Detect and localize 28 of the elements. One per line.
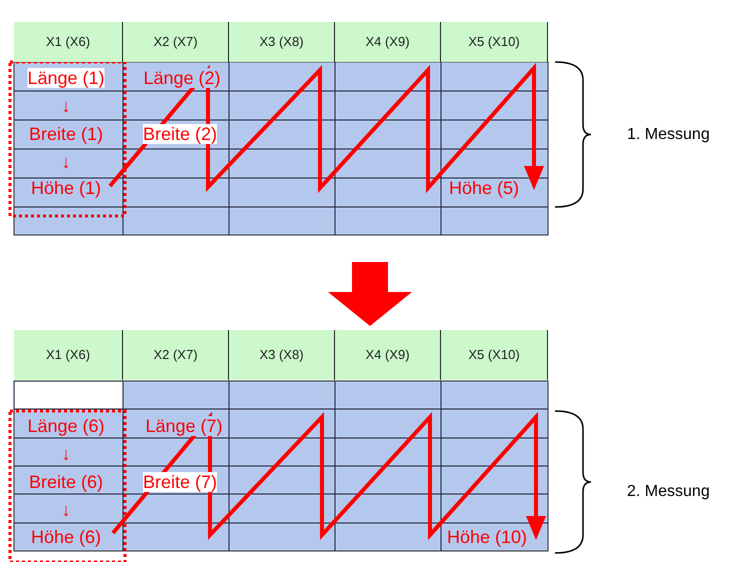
column-header: X1 (X6): [14, 330, 123, 380]
step-label: Breite (2): [142, 124, 218, 144]
step-label: Länge (6): [27, 416, 105, 436]
step-label: Breite (6): [28, 472, 104, 492]
column-header: X4 (X9): [335, 330, 441, 380]
step-label: Länge (1): [27, 68, 105, 88]
step-label: Länge (2): [143, 68, 221, 88]
column-header: X5 (X10): [441, 330, 548, 380]
down-arrow-symbol: ↓: [62, 152, 70, 172]
step-label: Höhe (6): [30, 527, 102, 547]
column-header: X3 (X8): [229, 330, 335, 380]
column-header: X3 (X8): [229, 22, 335, 62]
step-label: Breite (7): [142, 472, 218, 492]
column-header: X2 (X7): [123, 22, 229, 62]
step-label: Länge (7): [145, 416, 223, 436]
down-arrow-symbol: ↓: [62, 500, 70, 520]
column-header: X5 (X10): [441, 22, 548, 62]
step-label: Höhe (1): [30, 178, 102, 198]
column-header: X1 (X6): [14, 22, 123, 62]
column-header: X4 (X9): [335, 22, 441, 62]
group-label: 1. Messung: [627, 126, 710, 144]
column-header: X2 (X7): [123, 330, 229, 380]
group-label: 2. Messung: [627, 483, 710, 501]
step-label: Breite (1): [28, 124, 104, 144]
step-label: Höhe (5): [448, 178, 520, 198]
down-arrow-symbol: ↓: [62, 96, 70, 116]
down-arrow-symbol: ↓: [62, 444, 70, 464]
step-label: Höhe (10): [446, 527, 528, 547]
